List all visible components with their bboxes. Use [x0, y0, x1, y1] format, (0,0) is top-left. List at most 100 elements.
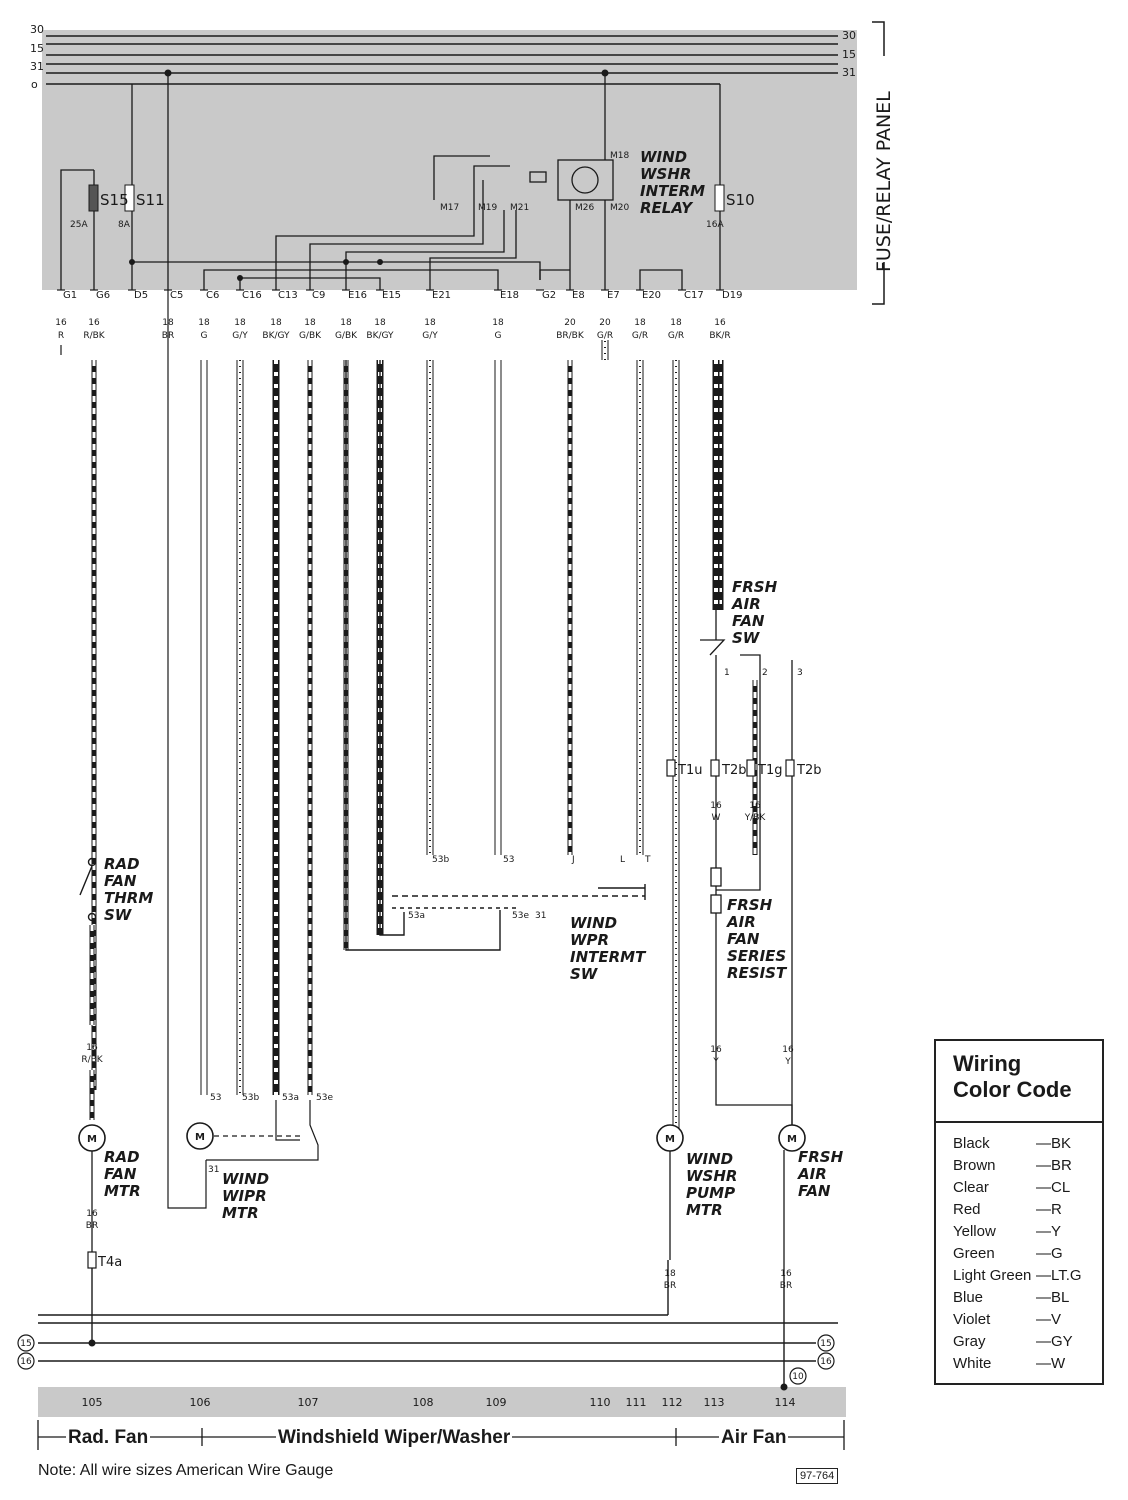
lower-wire-color: Y	[784, 1057, 791, 1067]
track-number: 111	[626, 1396, 647, 1409]
wire-color-label: G	[201, 331, 208, 341]
fuse-label: S15	[100, 191, 129, 209]
wire-color-label: G/BK	[335, 331, 358, 341]
component-label-line: FRSH	[727, 896, 773, 914]
legend-color-name: Gray	[953, 1333, 986, 1350]
wire-color-label: G	[495, 331, 502, 341]
legend-color-name: Light Green	[953, 1267, 1032, 1284]
ground-circle	[817, 1334, 835, 1352]
wire-color-label: R/BK	[83, 331, 105, 341]
connector-label: T2b	[796, 763, 821, 778]
fresh-air-fan-motor-icon	[778, 1124, 806, 1152]
component-label-line: FAN	[798, 1182, 831, 1200]
wire-color-label: R	[58, 331, 64, 341]
legend-title-line2: Color Code	[953, 1077, 1072, 1102]
wire-color-label: G/R	[632, 331, 648, 341]
component-label-line: WIPR	[222, 1187, 267, 1205]
fresh-air-fan-switch	[700, 610, 793, 1125]
component-label-line: AIR	[726, 913, 756, 931]
wire-color-label: BK/GY	[366, 331, 394, 341]
component-label-line: WPR	[570, 931, 609, 949]
component-label-line: FRSH	[798, 1148, 844, 1166]
component-label-line: AIR	[731, 595, 761, 613]
connector-label: T4a	[97, 1255, 122, 1270]
track-number: 108	[413, 1396, 434, 1409]
wire-gauge-label: 18	[234, 318, 246, 328]
legend-color-name: Red	[953, 1201, 981, 1218]
wire-gauge-label: 18	[634, 318, 646, 328]
ground-circle-label: 10	[792, 1372, 804, 1382]
track-number: 109	[486, 1396, 507, 1409]
component-label-line: FAN	[727, 930, 760, 948]
legend-divider	[936, 1121, 1102, 1123]
component-label-line: FAN	[104, 1165, 137, 1183]
connectors	[87, 759, 795, 1269]
wiper-motor-icon	[186, 1122, 214, 1150]
relay-label-line: WIND	[640, 148, 687, 166]
relay-label-line: RELAY	[640, 199, 694, 217]
wire-gauge-label: 18	[374, 318, 386, 328]
fuse-rating: 8A	[118, 220, 131, 230]
switch-pin-label: J	[571, 855, 575, 865]
fuse-rating: 25A	[70, 220, 88, 230]
section-labels: Rad. Fan Windshield Wiper/Washer Air Fan	[0, 1415, 860, 1455]
wire-gauge-label: 18	[340, 318, 352, 328]
legend-row: Clear —CL	[953, 1177, 1094, 1199]
panel-bracket	[872, 21, 885, 305]
terminal-label: G2	[542, 290, 556, 301]
relay-pin-label: M19	[478, 203, 497, 213]
fuse-label: S10	[726, 191, 755, 209]
switch-pin-label: T	[644, 855, 651, 865]
bus-label-left: 31	[30, 60, 44, 73]
legend-row: White —W	[953, 1353, 1094, 1375]
ground-circle-label: 16	[820, 1357, 832, 1367]
wire-gauge-label: 16	[55, 318, 67, 328]
legend-title-line1: Wiring	[953, 1051, 1022, 1076]
terminal-label: E21	[432, 290, 451, 301]
wire-gauge-label: 16	[88, 318, 100, 328]
component-label-line: MTR	[104, 1182, 141, 1200]
terminal-label: C9	[312, 290, 325, 301]
legend-color-name: Clear	[953, 1179, 989, 1196]
wire-gauge-label: 18	[492, 318, 504, 328]
legend-color-code: —W	[1036, 1355, 1066, 1372]
component-label-line: SW	[732, 629, 761, 647]
wire-gauge-label: 18	[270, 318, 282, 328]
svg-text:M: M	[87, 1134, 97, 1145]
legend-color-code: —G	[1036, 1245, 1063, 1262]
terminal-label: C5	[170, 290, 183, 301]
fan-switch-pin-label: 3	[797, 668, 803, 678]
legend-color-name: White	[953, 1355, 992, 1372]
lower-wire-gauge: 16	[710, 801, 722, 811]
ground-circle	[817, 1352, 835, 1370]
motor-pin-label: 53e	[316, 1093, 333, 1103]
component-label-line: WIND	[222, 1170, 269, 1188]
wind-wpr-intermt-sw-block	[345, 360, 646, 951]
legend-color-name: Black	[953, 1135, 990, 1152]
lower-wire-gauge: 16	[782, 1045, 794, 1055]
lower-wire-gauge: 18	[664, 1269, 676, 1279]
terminal-label: E18	[500, 290, 519, 301]
motor-pin-label: 53a	[282, 1093, 299, 1103]
wire-color-label: BR/BK	[556, 331, 585, 341]
legend-row: Light Green—LT.G	[953, 1265, 1094, 1287]
ground-circle-label: 15	[20, 1339, 31, 1349]
terminal-label: G1	[63, 290, 77, 301]
wire-gauge-label: 20	[599, 318, 611, 328]
switch-pin-label: 53	[503, 855, 514, 865]
wire-color-label: G/R	[597, 331, 613, 341]
terminal-label: C16	[242, 290, 262, 301]
legend-color-code: —LT.G	[1036, 1267, 1082, 1284]
track-number: 113	[704, 1396, 725, 1409]
bus-label-right: 30	[842, 29, 856, 42]
wire-gauge-label: 18	[670, 318, 682, 328]
legend-color-name: Yellow	[953, 1223, 996, 1240]
component-label-line: FAN	[732, 612, 765, 630]
legend-color-code: —CL	[1036, 1179, 1071, 1196]
legend-color-name: Brown	[953, 1157, 996, 1174]
ground-circle-label: 16	[20, 1357, 32, 1367]
legend-color-code: —GY	[1036, 1333, 1073, 1350]
wire-gauge-label: 18	[198, 318, 210, 328]
legend-row: Brown—BR	[953, 1155, 1094, 1177]
